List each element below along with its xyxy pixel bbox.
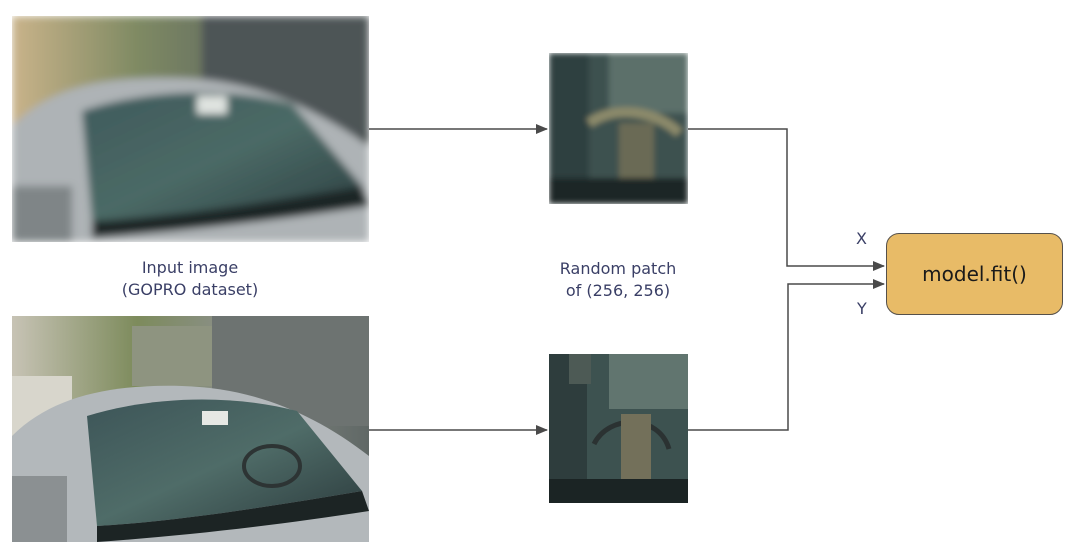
x-label: X xyxy=(856,229,867,248)
random-patch-caption: Random patch of (256, 256) xyxy=(528,258,708,302)
blurred-input-image xyxy=(12,16,369,242)
random-patch-top xyxy=(549,53,688,204)
input-image-caption: Input image (GOPRO dataset) xyxy=(90,257,290,301)
arrow-patch-bottom-to-model xyxy=(688,279,885,431)
random-patch-bottom xyxy=(549,354,688,503)
arrow-patch-top-to-model xyxy=(688,128,885,271)
model-fit-label: model.fit() xyxy=(922,262,1027,286)
patch-caption-line1: Random patch xyxy=(559,259,677,278)
patch-caption-line2: of (256, 256) xyxy=(565,281,671,300)
input-caption-line2: (GOPRO dataset) xyxy=(121,280,259,299)
input-caption-line1: Input image xyxy=(141,258,239,277)
y-label: Y xyxy=(857,299,867,318)
sharp-input-image xyxy=(12,316,369,542)
model-fit-box: model.fit() xyxy=(886,233,1063,315)
